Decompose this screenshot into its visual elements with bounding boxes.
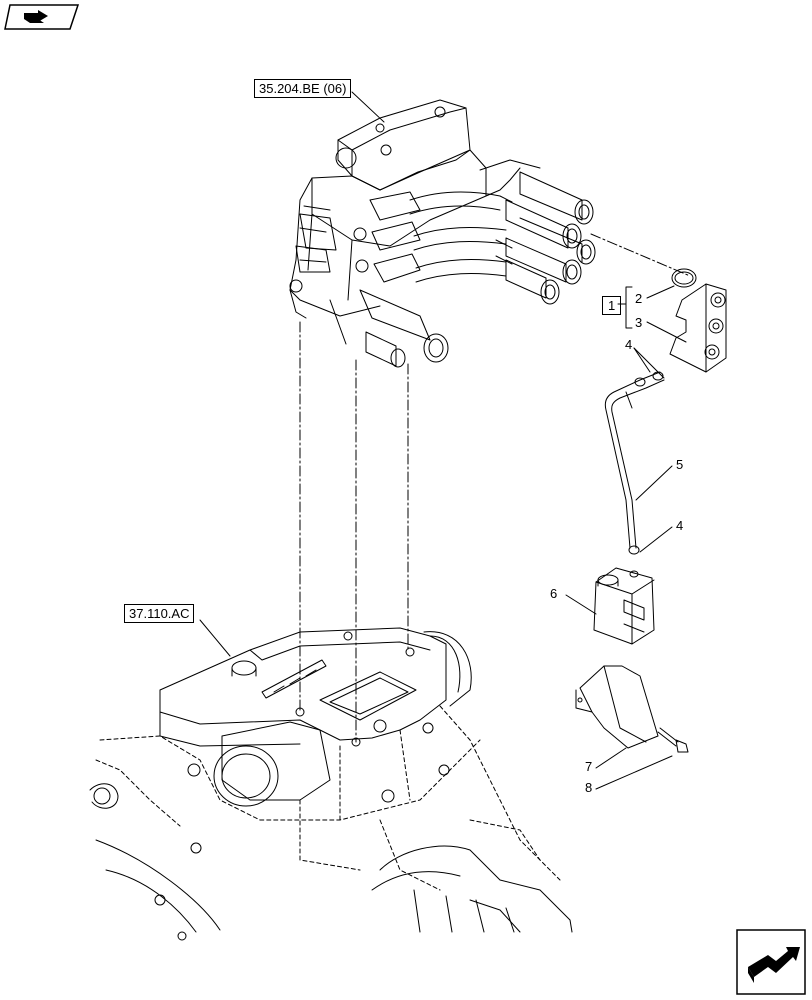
callout-7: 7	[585, 759, 593, 774]
callout-4-lower: 4	[676, 518, 684, 533]
callout-8: 8	[585, 780, 593, 795]
next-page-icon	[736, 929, 806, 995]
reference-label-bottom[interactable]: 37.110.AC	[124, 604, 195, 623]
fluid-reservoir	[593, 567, 655, 645]
alignment-lines	[299, 233, 691, 743]
engine-housing	[89, 627, 573, 941]
previous-page-icon	[4, 4, 80, 30]
reference-label-top[interactable]: 35.204.BE (06)	[254, 79, 352, 98]
leader-lines	[199, 91, 687, 790]
callout-3: 3	[635, 315, 643, 330]
callout-2: 2	[635, 291, 643, 306]
couplers	[495, 171, 596, 305]
bolt	[657, 727, 689, 753]
next-page-button[interactable]	[736, 929, 806, 995]
previous-page-button[interactable]	[4, 3, 80, 31]
hose-clamps	[628, 371, 664, 555]
drain-hose	[604, 371, 665, 549]
callout-4-upper: 4	[625, 337, 633, 352]
mounting-bracket	[575, 665, 659, 749]
manifold-block	[669, 283, 727, 373]
callout-5: 5	[676, 457, 684, 472]
callout-6: 6	[550, 586, 558, 601]
control-valve-assembly	[289, 99, 596, 368]
seal-ring	[671, 268, 697, 288]
kit-label: 1	[602, 296, 622, 315]
